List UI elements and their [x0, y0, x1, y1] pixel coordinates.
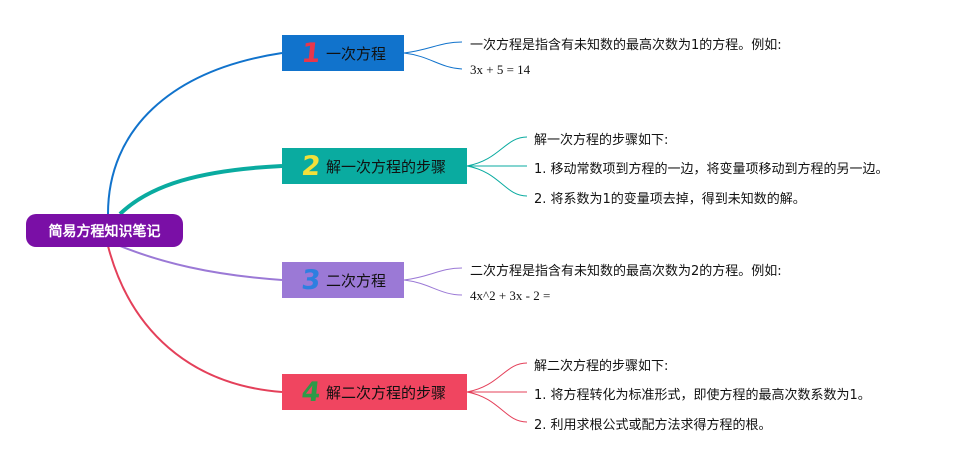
leaf-node-4-2[interactable]: 1. 将方程转化为标准形式，即使方程的最高次数系数为1。 — [534, 388, 871, 403]
connector-root-topic-3 — [119, 245, 283, 281]
leaf-node-4-3[interactable]: 2. 利用求根公式或配方法求得方程的根。 — [534, 418, 772, 433]
connector-root-topic-2 — [118, 164, 283, 216]
topic-node-3[interactable]: 3 二次方程 — [282, 262, 404, 298]
topic-node-2[interactable]: 2 解一次方程的步骤 — [282, 148, 467, 184]
leaf-node-3-1[interactable]: 二次方程是指含有未知数的最高次数为2的方程。例如: — [470, 264, 782, 279]
leaf-node-1-1[interactable]: 一次方程是指含有未知数的最高次数为1的方程。例如: — [470, 38, 782, 53]
leaf-node-3-2[interactable]: 4x^2 + 3x - 2 = — [470, 288, 551, 303]
topic-label-1: 一次方程 — [326, 44, 387, 63]
topic-node-4[interactable]: 4 解二次方程的步骤 — [282, 374, 467, 410]
leaf-node-1-2[interactable]: 3x + 5 = 14 — [470, 62, 531, 77]
connector-topic-1-leaf-2 — [403, 52, 463, 70]
connector-topic-3-leaf-2 — [403, 279, 463, 296]
connector-topic-4-leaf-1 — [466, 362, 528, 393]
topic-number-1: 1 — [299, 37, 323, 69]
topic-node-1[interactable]: 1 一次方程 — [282, 35, 404, 71]
connector-root-topic-4 — [107, 245, 283, 393]
leaf-node-4-1[interactable]: 解二次方程的步骤如下: — [534, 359, 669, 374]
topic-number-4: 4 — [299, 376, 323, 408]
topic-label-2: 解一次方程的步骤 — [326, 157, 447, 176]
leaf-node-2-1[interactable]: 解一次方程的步骤如下: — [534, 133, 669, 148]
topic-label-4: 解二次方程的步骤 — [326, 383, 447, 402]
root-node[interactable]: 简易方程知识笔记 — [26, 214, 183, 247]
root-node-label: 简易方程知识笔记 — [48, 223, 161, 240]
connector-topic-3-leaf-1 — [403, 267, 463, 281]
connector-topic-4-leaf-3 — [466, 391, 528, 423]
connector-topic-2-leaf-1 — [466, 136, 528, 167]
topic-label-3: 二次方程 — [326, 271, 387, 290]
topic-number-3: 3 — [299, 264, 323, 296]
leaf-node-2-2[interactable]: 1. 移动常数项到方程的一边，将变量项移动到方程的另一边。 — [534, 162, 889, 177]
connector-topic-1-leaf-1 — [403, 41, 463, 54]
connector-root-topic-1 — [107, 52, 283, 215]
connector-topic-2-leaf-3 — [466, 165, 528, 197]
topic-number-2: 2 — [299, 150, 323, 182]
leaf-node-2-3[interactable]: 2. 将系数为1的变量项去掉，得到未知数的解。 — [534, 192, 806, 207]
